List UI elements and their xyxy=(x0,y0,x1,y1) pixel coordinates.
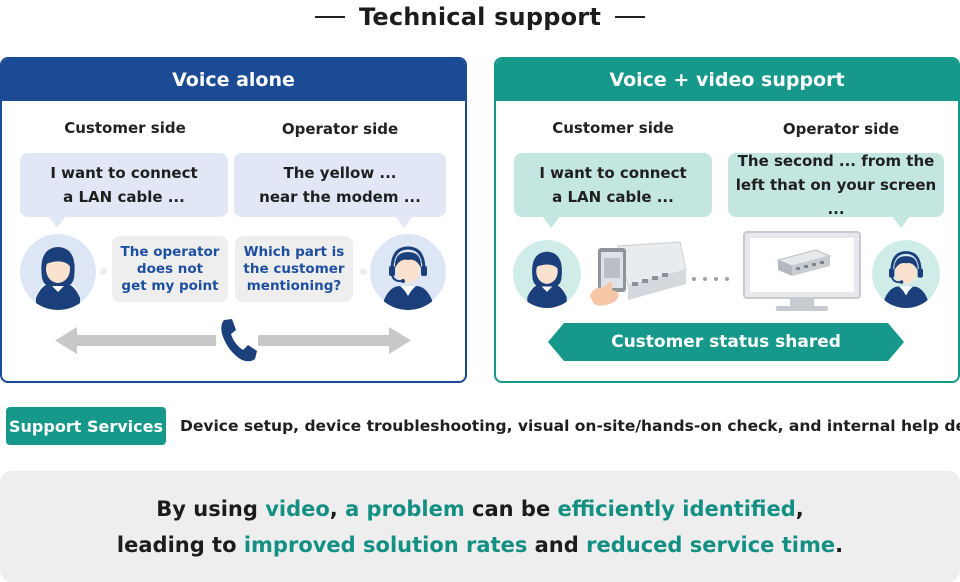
highlight: efficiently identified xyxy=(557,496,796,521)
text: can be xyxy=(464,496,558,521)
monitor-icon xyxy=(742,230,862,314)
highlight: video xyxy=(265,496,330,521)
operator-side-label: Operator side xyxy=(782,120,900,138)
customer-side-label: Customer side xyxy=(552,119,674,137)
title-dash-right xyxy=(615,16,646,18)
conclusion-line-2: leading to improved solution rates and r… xyxy=(117,527,843,563)
status-banner-arrow xyxy=(548,323,904,361)
conclusion-line-1: By using video, a problem can be efficie… xyxy=(156,491,804,527)
title-dash-left xyxy=(314,16,345,18)
bubble-line: The second ... from the xyxy=(737,152,935,170)
voice-alone-header: Voice alone xyxy=(2,59,465,101)
title-row: Technical support xyxy=(0,0,960,34)
text: By using xyxy=(156,496,266,521)
voice-video-header: Voice + video support xyxy=(496,59,958,101)
thought-line: does not xyxy=(136,260,204,277)
customer-side-label: Customer side xyxy=(64,119,186,137)
bubble-line: The yellow ... xyxy=(283,164,397,182)
highlight: a problem xyxy=(345,496,465,521)
page-title: Technical support xyxy=(358,3,602,31)
thought-line: get my point xyxy=(121,277,219,294)
highlight: reduced service time xyxy=(586,532,836,557)
bubble-line: a LAN cable ... xyxy=(552,188,674,206)
thought-dot xyxy=(360,268,367,275)
operator-avatar-icon xyxy=(872,240,940,308)
customer-speech-bubble: I want to connect a LAN cable ... xyxy=(20,153,228,217)
bubble-line: near the modem ... xyxy=(259,188,421,206)
operator-speech-bubble: The yellow ... near the modem ... xyxy=(234,153,446,217)
thought-line: mentioning? xyxy=(246,277,342,294)
text: , xyxy=(795,496,804,521)
bubble-line: left that on your screen ... xyxy=(735,176,937,218)
text: , xyxy=(329,496,346,521)
network-switch-icon xyxy=(776,249,832,276)
operator-speech-bubble: The second ... from the left that on you… xyxy=(728,152,944,218)
customer-avatar-icon xyxy=(20,234,96,310)
connection-dots xyxy=(690,268,734,281)
operator-side-label: Operator side xyxy=(281,120,399,138)
bubble-line: I want to connect xyxy=(50,164,198,182)
status-banner: Customer status shared xyxy=(548,323,904,361)
thought-line: the customer xyxy=(243,260,345,277)
bubble-tail xyxy=(542,216,560,228)
operator-avatar-icon xyxy=(370,234,446,310)
text: . xyxy=(835,532,844,557)
conclusion-box: By using video, a problem can be efficie… xyxy=(0,471,960,582)
tablet-hand-icon xyxy=(588,238,688,310)
customer-avatar-icon xyxy=(513,240,581,308)
operator-thought-bubble: Which part is the customer mentioning? xyxy=(235,236,353,302)
support-services-description: Device setup, device troubleshooting, vi… xyxy=(180,417,960,435)
thought-dot xyxy=(100,268,107,275)
customer-speech-bubble: I want to connect a LAN cable ... xyxy=(514,153,712,217)
support-services-badge: Support Services xyxy=(6,407,166,445)
bubble-line: I want to connect xyxy=(539,164,687,182)
text: and xyxy=(527,532,587,557)
thought-line: The operator xyxy=(120,243,220,260)
bubble-tail xyxy=(892,216,910,228)
status-banner-label: Customer status shared xyxy=(611,332,841,352)
customer-thought-bubble: The operator does not get my point xyxy=(112,236,228,302)
text: leading to xyxy=(116,532,244,557)
highlight: improved solution rates xyxy=(243,532,528,557)
bubble-tail xyxy=(48,216,66,228)
thought-line: Which part is xyxy=(243,243,345,260)
bubble-line: a LAN cable ... xyxy=(63,188,185,206)
bubble-tail xyxy=(395,216,413,228)
phone-icon xyxy=(216,316,258,364)
